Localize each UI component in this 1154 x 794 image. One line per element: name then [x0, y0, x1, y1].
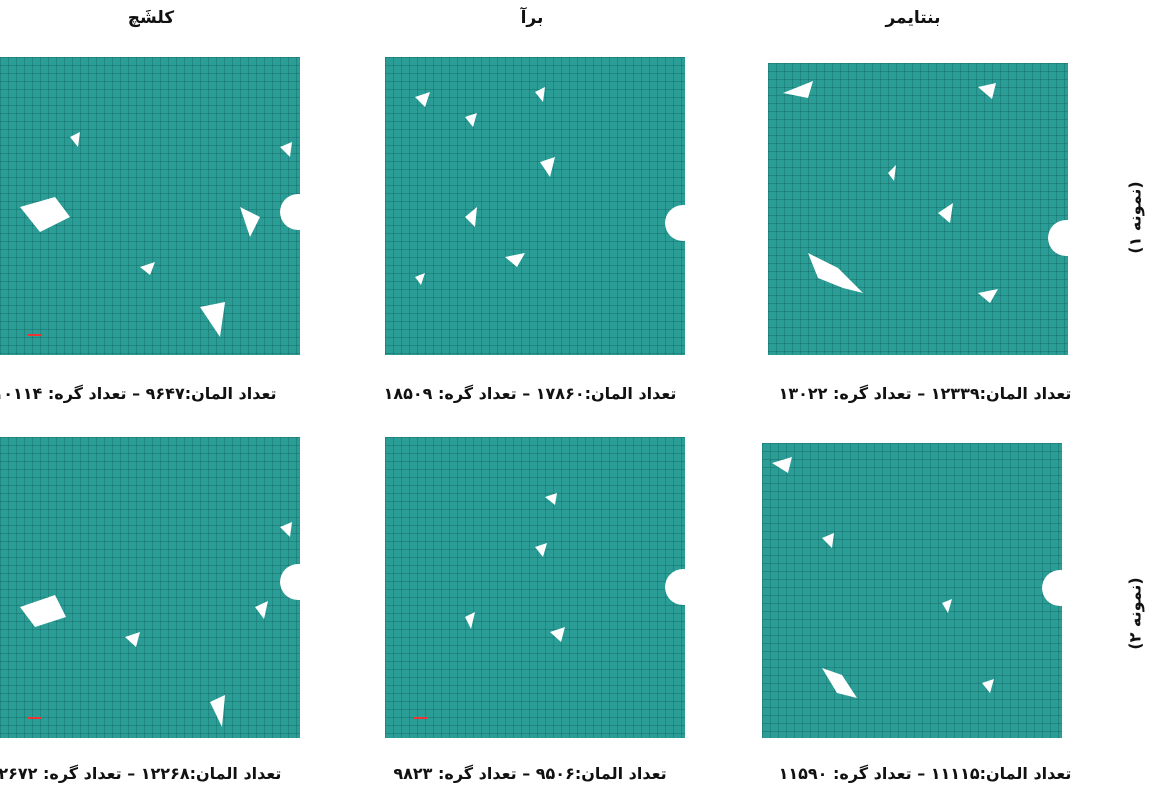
caption-kalshach-sample-1: تعداد المان:۹۶۴۷ – تعداد گره: ۱۰۱۱۴ [0, 384, 277, 403]
mesh-image-kalshach-sample-2 [0, 437, 300, 738]
mesh-image-bentimer-sample-2 [762, 443, 1062, 738]
row-label-sample-2-text: (نمونه ۲) [1125, 576, 1145, 650]
mesh-image-bentimer-sample-1 [768, 63, 1068, 355]
caption-kalshach-sample-2: تعداد المان:۱۲۲۶۸ – تعداد گره: ۱۲۶۷۲ [0, 764, 282, 783]
column-title-bera: برآ [520, 8, 544, 28]
column-title-bentimer: بنتایمر [885, 8, 941, 28]
row-label-sample-1-text: (نمونه ۱) [1125, 180, 1145, 254]
column-title-kalshach: کلشَچ [127, 8, 175, 28]
mesh-image-kalshach-sample-1 [0, 57, 300, 355]
mesh-image-bera-sample-2 [385, 437, 685, 738]
mesh-image-bera-sample-1 [385, 57, 685, 355]
caption-bera-sample-2: تعداد المان:۹۵۰۶ – تعداد گره: ۹۸۲۳ [393, 764, 667, 783]
row-label-sample-1: (نمونه ۱) [1118, 162, 1152, 272]
caption-bentimer-sample-1: تعداد المان:۱۲۳۳۹ – تعداد گره: ۱۳۰۲۲ [778, 384, 1072, 403]
caption-bentimer-sample-2: تعداد المان:۱۱۱۱۵ – تعداد گره: ۱۱۵۹۰ [778, 764, 1072, 783]
row-label-sample-2: (نمونه ۲) [1118, 558, 1152, 668]
caption-bera-sample-1: تعداد المان:۱۷۸۶۰ – تعداد گره: ۱۸۵۰۹ [383, 384, 677, 403]
